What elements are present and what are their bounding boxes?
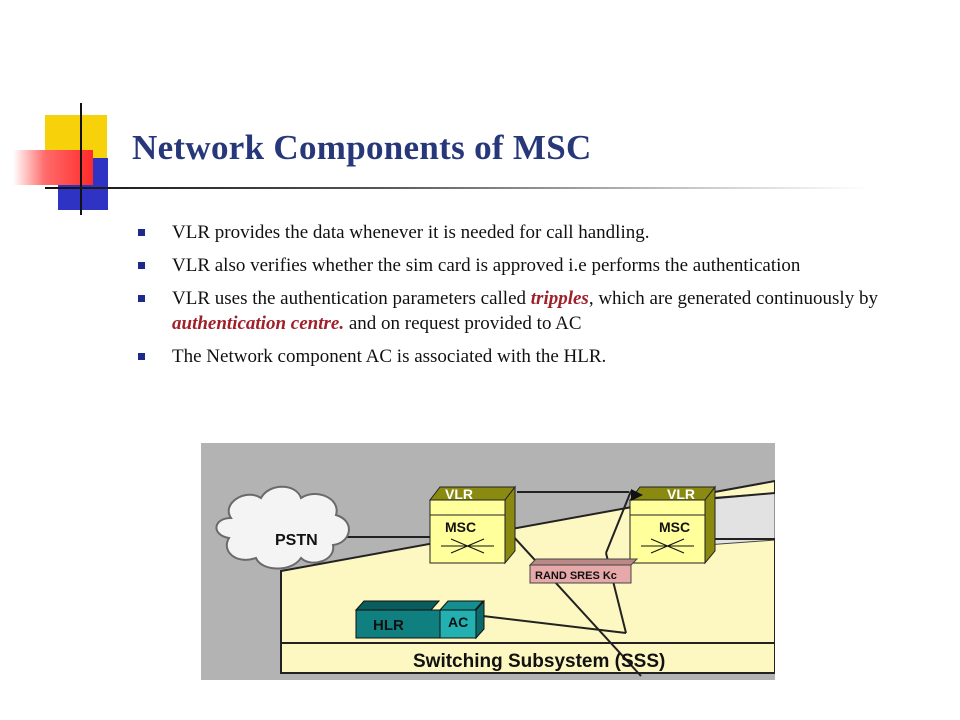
bullet-text-mid: , which are generated continuously by (588, 288, 878, 309)
bullet-item: VLR also verifies whether the sim card i… (138, 253, 898, 278)
sss-diagram: PSTN VLR MSC VLR MSC (201, 443, 775, 680)
pstn-cloud-icon (215, 485, 350, 570)
vlr-label-right: VLR (667, 486, 695, 502)
triplet-tag (528, 558, 639, 584)
bullet-marker-icon (138, 353, 145, 360)
bullet-text-pre: VLR uses the authentication parameters c… (172, 288, 531, 309)
bullet-marker-icon (138, 262, 145, 269)
platform-front (280, 642, 775, 674)
bullet-item: VLR provides the data whenever it is nee… (138, 220, 898, 245)
msc-label-left: MSC (445, 519, 476, 535)
hlr-label: HLR (373, 617, 404, 634)
subsystem-label: Switching Subsystem (SSS) (413, 651, 665, 672)
msc-box-right (628, 485, 717, 565)
triplet-label: RAND SRES Kc (535, 570, 617, 582)
bullet-marker-icon (138, 295, 145, 302)
bullet-text-post: and on request provided to AC (344, 313, 582, 334)
bullet-list: VLR provides the data whenever it is nee… (138, 220, 898, 377)
hlr-ac-unit (354, 599, 485, 640)
msc-box-left (428, 485, 517, 565)
slide-title: Network Components of MSC (132, 128, 592, 167)
decor-red-bar (13, 150, 93, 185)
bullet-emphasis-auth-centre: authentication centre. (172, 313, 345, 334)
link-line (705, 492, 775, 500)
bullet-text: The Network component AC is associated w… (172, 346, 607, 367)
pstn-label: PSTN (275, 532, 318, 549)
ac-label: AC (448, 614, 468, 630)
decor-vertical-line (80, 103, 82, 215)
bullet-text: VLR also verifies whether the sim card i… (172, 255, 801, 276)
bullet-emphasis-tripples: tripples (530, 288, 589, 309)
arrow-head-icon (631, 489, 643, 501)
link-line (605, 490, 632, 554)
sss-diagram-svg: PSTN VLR MSC VLR MSC (201, 443, 775, 680)
bullet-marker-icon (138, 229, 145, 236)
bullet-item: VLR uses the authentication parameters c… (138, 286, 898, 336)
vlr-label-left: VLR (445, 486, 473, 502)
side-panel (705, 492, 775, 546)
title-underline (45, 187, 870, 189)
bullet-item: The Network component AC is associated w… (138, 344, 898, 369)
msc-label-right: MSC (659, 519, 690, 535)
bullet-text: VLR provides the data whenever it is nee… (172, 222, 650, 243)
